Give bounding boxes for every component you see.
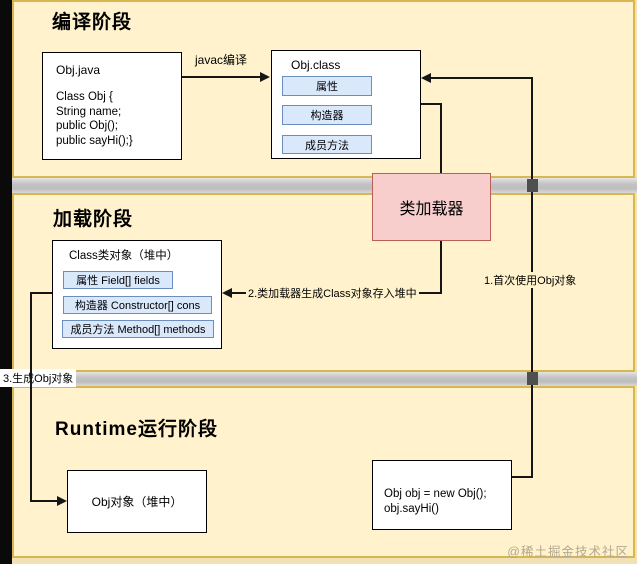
obj-class-member-attrs: 属性 xyxy=(282,76,372,96)
class-loader-box: 类加载器 xyxy=(372,173,491,241)
runtime-code-box: Obj obj = new Obj(); obj.sayHi() xyxy=(372,460,512,530)
step3-line-vertical xyxy=(30,292,32,502)
step2-arrowhead-icon xyxy=(222,288,232,298)
step1-line-top xyxy=(428,77,533,79)
obj-class-title: Obj.class xyxy=(291,58,341,72)
obj-java-code-line: String name; xyxy=(56,105,122,118)
class-object-member-cons: 构造器 Constructor[] cons xyxy=(63,296,212,314)
obj-java-title: Obj.java xyxy=(56,63,101,77)
juejin-watermark: @稀土掘金技术社区 xyxy=(507,545,629,559)
divider-crossing-mark xyxy=(527,372,538,385)
obj-java-code-line: public sayHi();} xyxy=(56,134,133,147)
step3-line-h1 xyxy=(31,292,52,294)
objclass-to-loader-line-v xyxy=(440,103,442,173)
divider-crossing-mark xyxy=(527,179,538,192)
obj-class-member-constructor: 构造器 xyxy=(282,105,372,125)
compile-phase-title: 编译阶段 xyxy=(52,12,133,33)
obj-object-box: Obj对象（堆中） xyxy=(67,470,207,533)
load-phase-title: 加载阶段 xyxy=(53,209,134,230)
step1-arrowhead-icon xyxy=(421,73,431,83)
obj-java-code-line: Class Obj { xyxy=(56,91,113,103)
section-divider-2 xyxy=(12,372,637,386)
class-object-member-fields: 属性 Field[] fields xyxy=(63,271,173,289)
step2-line-vertical xyxy=(440,241,442,294)
section-divider-1 xyxy=(12,178,637,193)
class-object-title: Class类对象（堆中） xyxy=(69,250,179,262)
left-black-strip xyxy=(0,0,12,564)
objclass-to-loader-line-h xyxy=(421,103,442,105)
step3-line-h2 xyxy=(30,500,58,502)
step3-label: 3.生成Obj对象 xyxy=(0,369,77,387)
runtime-phase-title: Runtime运行阶段 xyxy=(55,419,219,440)
obj-java-box: Obj.java Class Obj { String name; public… xyxy=(42,52,182,160)
class-object-box: Class类对象（堆中） 属性 Field[] fields 构造器 Const… xyxy=(52,240,222,349)
obj-class-box: Obj.class 属性 构造器 成员方法 xyxy=(271,50,421,159)
class-object-member-methods: 成员方法 Method[] methods xyxy=(62,320,214,338)
javac-arrow-label: javac编译 xyxy=(195,53,248,67)
javac-arrow-line xyxy=(182,76,262,78)
obj-class-member-methods: 成员方法 xyxy=(282,135,372,154)
step1-line-bottom xyxy=(512,476,532,478)
step3-arrowhead-icon xyxy=(57,496,67,506)
obj-java-code-line: public Obj(); xyxy=(56,120,118,132)
javac-arrowhead-icon xyxy=(260,72,270,82)
runtime-code-line: Obj obj = new Obj(); xyxy=(384,488,487,500)
runtime-code-line: obj.sayHi() xyxy=(384,502,439,515)
step2-label: 2.类加载器生成Class对象存入堆中 xyxy=(246,285,419,301)
step1-label: 1.首次使用Obj对象 xyxy=(482,272,579,288)
